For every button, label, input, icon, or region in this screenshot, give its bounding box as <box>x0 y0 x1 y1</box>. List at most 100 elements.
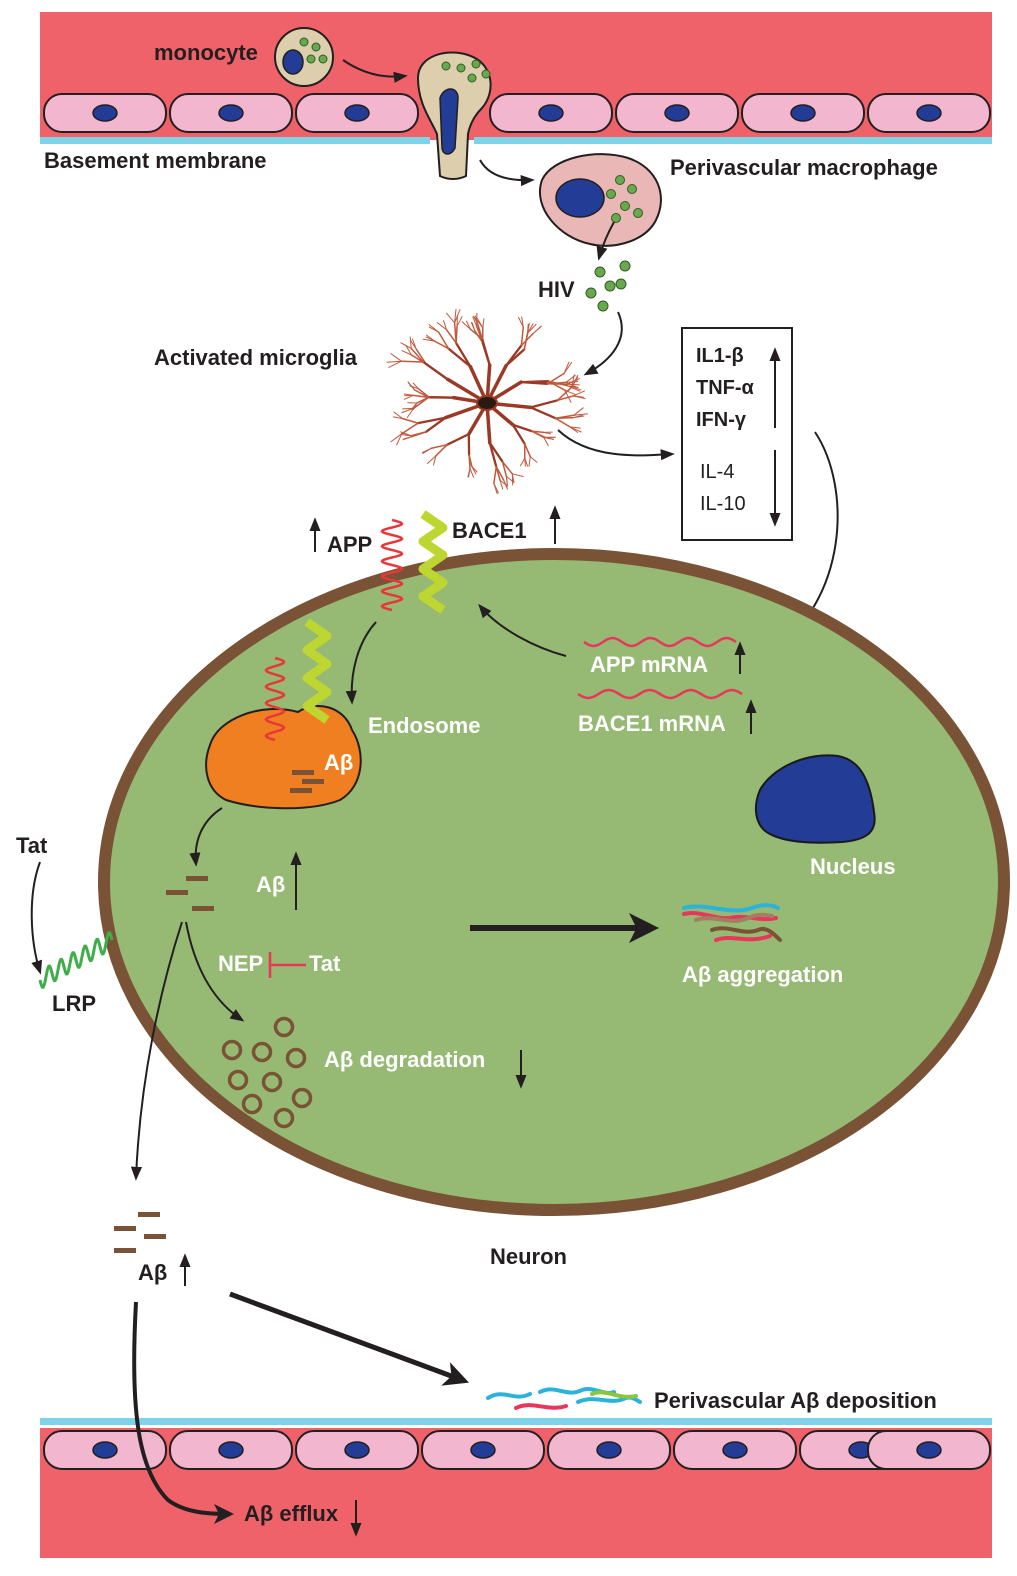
microglia-process <box>554 414 575 419</box>
microglia-process <box>417 387 430 398</box>
microglia-process <box>412 338 417 350</box>
cytokine-ifng: IFN-γ <box>696 409 747 431</box>
endothelial-cell <box>615 93 739 133</box>
microglia-process <box>520 333 534 347</box>
microglia-process <box>530 430 545 439</box>
endothelial-cell <box>547 1430 671 1470</box>
microglia-process <box>504 344 523 367</box>
microglia-process <box>427 395 455 399</box>
microglia-process <box>524 457 529 467</box>
endothelial-cell <box>489 93 613 133</box>
cytokine-il10: IL-10 <box>700 493 746 515</box>
microglia-process <box>573 407 584 416</box>
microglia-process <box>416 416 447 425</box>
microglia-process <box>386 360 402 363</box>
endothelial-cell <box>43 1430 167 1470</box>
top-endothelial-cells <box>43 93 991 133</box>
microglia-process <box>424 416 447 434</box>
neuron-label: Neuron <box>490 1244 567 1269</box>
degradation-fragment <box>285 1047 307 1069</box>
perivascular-deposition-label: Perivascular Aβ deposition <box>654 1388 937 1413</box>
top-basement-membrane-left <box>40 137 430 144</box>
microglia-process <box>396 433 403 446</box>
arrow-to-perivascular-deposition <box>229 1291 470 1386</box>
endothelial-cell <box>867 93 991 133</box>
microglia-process <box>495 466 501 482</box>
endothelial-cell <box>867 1430 991 1470</box>
microglia-process <box>472 316 478 327</box>
microglia-process <box>400 342 412 349</box>
microglia-process <box>469 468 475 478</box>
microglia-process <box>556 386 573 402</box>
microglia-process <box>470 322 476 332</box>
microglia-process <box>488 441 498 468</box>
microglia-process <box>426 334 436 342</box>
microglia-process <box>511 423 533 433</box>
microglia-process <box>422 447 432 453</box>
top-blood-vessel <box>40 12 992 144</box>
microglia-process <box>409 336 412 349</box>
microglia-process <box>409 385 419 390</box>
microglia-process <box>471 466 477 475</box>
arrow-membrane-to-endosome <box>345 621 377 705</box>
microglia-process <box>410 431 427 437</box>
microglia-process <box>476 318 484 329</box>
cytokine-il1b: IL1-β <box>696 345 744 367</box>
microglia-process <box>527 322 530 334</box>
microglia-process <box>532 326 541 335</box>
microglia-process <box>488 441 504 463</box>
microglia-process <box>454 308 457 324</box>
microglia-process <box>447 347 472 368</box>
microglia-process <box>392 416 404 420</box>
microglia-process <box>521 316 524 328</box>
bottom-blood-vessel <box>40 1418 992 1558</box>
arrow-to-macrophage <box>479 159 535 187</box>
microglia-process <box>403 393 414 396</box>
microglia-process <box>571 374 579 388</box>
microglia-process <box>401 417 419 424</box>
microglia-process <box>469 328 483 340</box>
app-mrna-label: APP mRNA <box>590 652 708 677</box>
arrow-abeta-efflux <box>132 1301 234 1524</box>
microglia-process <box>410 347 425 363</box>
microglia-process <box>401 422 419 435</box>
microglia-process <box>563 361 573 374</box>
microglia-process <box>511 473 524 477</box>
activated-microglia-label: Activated microglia <box>154 345 358 370</box>
bace1-mrna-label: BACE1 mRNA <box>578 711 726 736</box>
microglia-process <box>453 322 457 344</box>
microglia-process <box>528 456 531 467</box>
microglia-process <box>501 460 514 475</box>
microglia-process <box>481 337 491 367</box>
transmigrating-monocyte <box>416 51 492 180</box>
microglia-process <box>466 320 471 330</box>
cytosol-abeta-peptides <box>166 876 214 911</box>
microglia-process <box>523 443 532 458</box>
microglia-soma <box>476 395 498 411</box>
microglia-process <box>529 406 557 420</box>
microglia-process <box>572 414 583 419</box>
microglia-process <box>543 437 549 447</box>
nep-label: NEP <box>218 951 263 976</box>
activated-microglia-cell <box>386 308 589 495</box>
microglia-process <box>473 315 479 325</box>
lrp-receptor <box>38 931 114 989</box>
app-label: APP <box>327 532 372 557</box>
endothelial-cell <box>295 93 419 133</box>
nucleus-label: Nucleus <box>810 854 896 879</box>
arrow-microglia-to-cytokines <box>557 429 675 461</box>
endothelial-cell <box>169 1430 293 1470</box>
microglia-process <box>390 353 402 362</box>
microglia-process <box>493 466 498 485</box>
endothelial-cell <box>421 1430 545 1470</box>
microglia-process <box>403 394 414 400</box>
microglia-process <box>435 443 448 457</box>
microglia-process <box>499 479 504 490</box>
arrow-to-degradation <box>185 921 245 1022</box>
microglia-process <box>400 360 425 363</box>
lrp-label: LRP <box>52 991 96 1016</box>
degradation-fragment <box>221 1039 243 1061</box>
microglia-process <box>572 395 585 398</box>
microglia-process <box>401 432 412 437</box>
microglia-process <box>437 331 450 350</box>
